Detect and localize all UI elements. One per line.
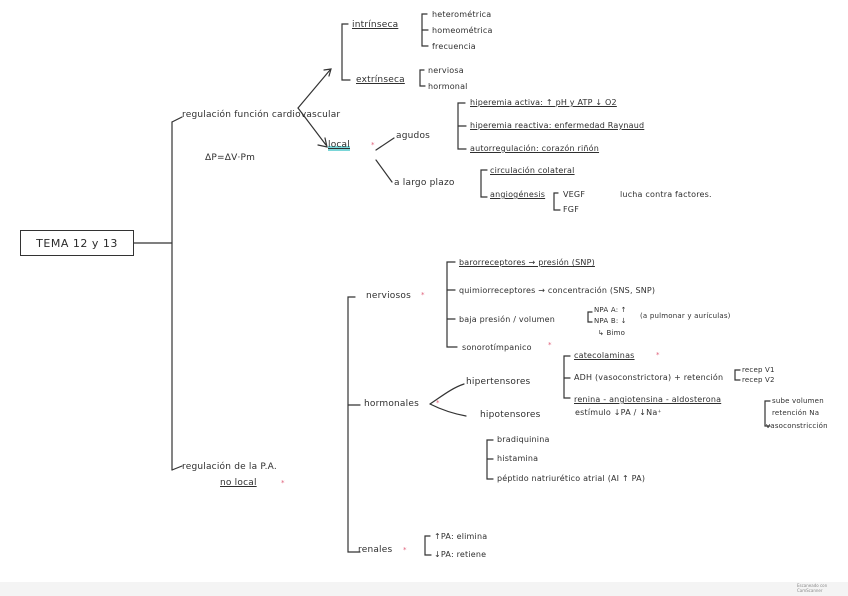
page-title: TEMA 12 y 13 — [20, 230, 134, 256]
baja-presion-detail: NPA A: ↑ — [594, 305, 627, 316]
nerviosos-item: barorreceptores → presión (SNP) — [459, 257, 595, 268]
agudos-item: hiperemia activa: ↑ pH y ATP ↓ O2 — [470, 97, 617, 108]
brace-baja-presion — [588, 312, 592, 322]
baja-presion-detail: NPA B: ↓ — [594, 316, 627, 327]
nerviosos-item: quimiorreceptores → concentración (SNS, … — [459, 285, 655, 296]
hipertensores-item: ADH (vasoconstrictora) + retención — [574, 372, 723, 383]
baja-presion-detail: ↳ Bimo — [598, 328, 625, 339]
connector-branch2-spine — [348, 297, 360, 552]
arrow-to-local-head — [318, 138, 327, 147]
intrinseca-item: heterométrica — [432, 9, 491, 20]
baja-presion-detail: (a pulmonar y aurículas) — [640, 311, 731, 322]
connector-branch1 — [172, 117, 182, 122]
intrinseca-item: homeométrica — [432, 25, 493, 36]
star-mark: * — [436, 398, 440, 409]
brace-angio — [554, 193, 560, 210]
hipertensores-item: catecolaminas — [574, 350, 635, 361]
renina-detail: vasoconstricción — [766, 421, 828, 432]
star-mark: * — [656, 350, 660, 361]
node-local: local — [328, 140, 350, 151]
agudos-item: hiperemia reactiva: enfermedad Raynaud — [470, 120, 644, 131]
renina-detail: retención Na — [772, 408, 819, 419]
renales-item: ↓PA: retiene — [434, 549, 486, 560]
adh-detail: recep V2 — [742, 375, 775, 386]
brace-adh — [735, 370, 740, 380]
formula-label: ΔP=ΔV·Pm — [205, 153, 255, 164]
brace-intr-extr — [342, 24, 350, 80]
node-hipotensores: hipotensores — [480, 410, 541, 421]
brace-extrinseca — [420, 70, 425, 86]
node-no-local: no local — [220, 478, 257, 489]
angio-detail: VEGF — [563, 189, 585, 200]
brace-hipertensores — [564, 356, 570, 398]
node-extrinseca: extrínseca — [356, 75, 405, 86]
intrinseca-item: frecuencia — [432, 41, 476, 52]
angio-detail: FGF — [563, 204, 579, 215]
hipotensores-item: bradiquinina — [497, 434, 550, 445]
extrinseca-item: nerviosa — [428, 65, 464, 76]
nerviosos-item: sonorotímpanico — [462, 342, 532, 353]
connector-branch2 — [172, 466, 182, 470]
renina-detail: sube volumen — [772, 396, 824, 407]
renales-item: ↑PA: elimina — [434, 531, 487, 542]
node-renales: renales — [358, 545, 392, 556]
arrow-to-extrinsic — [298, 70, 330, 108]
connector-agudos — [376, 138, 394, 150]
branch-regulacion-pa: regulación de la P.A. — [182, 462, 277, 473]
node-intrinseca: intrínseca — [352, 20, 398, 31]
connector-largo — [376, 160, 392, 182]
brace-nerviosos — [447, 262, 457, 347]
extrinseca-item: hormonal — [428, 81, 468, 92]
star-mark: * — [371, 140, 375, 151]
agudos-item: autorregulación: corazón riñón — [470, 143, 599, 154]
node-hipertensores: hipertensores — [466, 377, 530, 388]
star-mark: * — [281, 478, 285, 489]
brace-largo — [481, 170, 487, 197]
renina-label: renina - angiotensina - aldosterona — [574, 394, 721, 405]
hipotensores-item: péptido natriurético atrial (AI ↑ PA) — [497, 473, 645, 484]
node-hormonales: hormonales — [364, 399, 419, 410]
angio-detail: lucha contra factores. — [620, 189, 712, 200]
estimulo-label: estímulo ↓PA / ↓Na⁺ — [575, 407, 662, 418]
node-nerviosos: nerviosos — [366, 291, 411, 302]
largo-item: circulación colateral — [490, 165, 575, 176]
hipotensores-item: histamina — [497, 453, 538, 464]
star-mark: * — [403, 545, 407, 556]
star-mark: * — [421, 290, 425, 301]
star-mark: * — [548, 340, 552, 351]
nerviosos-item: baja presión / volumen — [459, 314, 555, 325]
node-largo-plazo: a largo plazo — [394, 178, 455, 189]
largo-item: angiogénesis — [490, 189, 545, 200]
brace-renales — [425, 536, 431, 555]
scanner-watermark: Escaneado con CamScanner — [797, 583, 848, 593]
node-agudos: agudos — [396, 131, 430, 142]
branch-regulacion-funcion: regulación función cardiovascular — [182, 110, 340, 121]
